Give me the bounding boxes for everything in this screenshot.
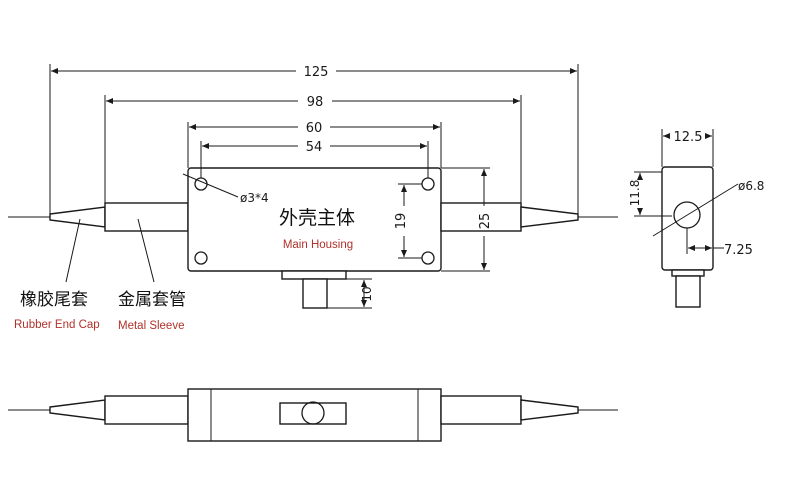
end-view-height-label: 11.8 [628,180,642,207]
top-view: 125 98 60 54 ø3*4 19 25 [8,64,618,332]
metal-sleeve-leader [137,218,155,283]
mount-hole-leader [182,173,239,198]
end-view-port [675,275,701,308]
end-view-width-label: 12.5 [674,130,703,145]
rubber-end-cap-leader [65,218,81,283]
mount-hole-bottom-left [194,251,208,265]
housing-width-label: 25 [478,213,493,230]
side-left-rubber-end-cap [49,399,106,421]
bottom-port-flange [281,270,347,280]
port-height-label: 10 [360,286,374,301]
port-diameter-label: ø6.8 [738,179,764,193]
mount-hole-label: ø3*4 [240,191,269,205]
left-rubber-end-cap [49,206,106,228]
sleeve-span-label: 98 [307,95,324,110]
hole-spacing-label: 54 [306,140,323,155]
end-view-body [661,166,714,271]
metal-sleeve-label-en: Metal Sleeve [118,320,184,332]
end-view-port-flange [671,269,705,277]
main-housing-label-cn: 外壳主体 [279,207,355,229]
bottom-port [302,278,328,309]
main-housing-label-en: Main Housing [283,239,353,251]
side-port-window [279,402,347,425]
overall-length-label: 125 [304,65,329,80]
port-offset-label: 7.25 [724,243,753,258]
port-diameter-leader [652,183,739,237]
right-rubber-end-cap [520,206,579,228]
housing-length-label: 60 [306,121,323,136]
rubber-end-cap-label-cn: 橡胶尾套 [20,290,88,310]
side-port [301,401,325,425]
end-view: 12.5 11.8 ø6.8 7.25 [628,129,764,308]
side-view [8,388,618,442]
side-right-rubber-end-cap [520,399,579,421]
rubber-end-cap-label-en: Rubber End Cap [14,319,100,331]
left-metal-sleeve [104,202,189,232]
metal-sleeve-label-cn: 金属套管 [118,290,186,310]
side-right-metal-sleeve [440,395,522,425]
vertical-hole-spacing-label: 19 [394,213,409,230]
side-left-metal-sleeve [104,395,189,425]
